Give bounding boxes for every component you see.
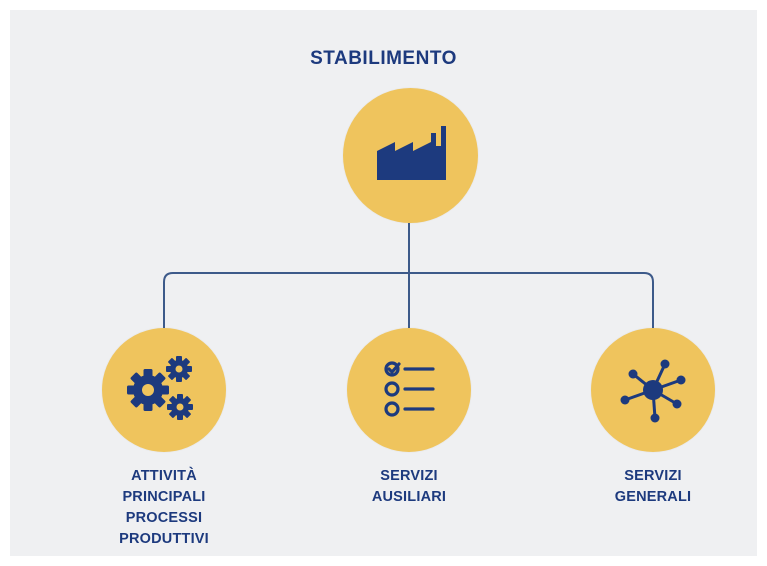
factory-icon bbox=[377, 126, 446, 180]
root-node bbox=[343, 88, 478, 223]
gears-icon bbox=[127, 356, 193, 420]
child-node-servizi-generali bbox=[591, 328, 715, 452]
label-line: ATTIVITÀ bbox=[131, 468, 197, 484]
label-servizi-generali: SERVIZI GENERALI bbox=[553, 466, 753, 508]
label-line: PRODUTTIVI bbox=[119, 531, 209, 547]
label-attivita-principali: ATTIVITÀ PRINCIPALI PROCESSI PRODUTTIVI bbox=[64, 466, 264, 550]
diagram-title: STABILIMENTO bbox=[310, 48, 457, 69]
label-line: SERVIZI bbox=[624, 468, 682, 484]
label-line: GENERALI bbox=[614, 489, 692, 505]
connector-tree bbox=[163, 223, 654, 328]
label-line: SERVIZI bbox=[380, 468, 438, 484]
network-hub-icon bbox=[620, 359, 686, 423]
label-line: PROCESSI bbox=[125, 510, 203, 526]
checklist-icon bbox=[384, 361, 435, 417]
child-node-attivita bbox=[102, 328, 226, 452]
label-servizi-ausiliari: SERVIZI AUSILIARI bbox=[309, 466, 509, 508]
label-line: PRINCIPALI bbox=[122, 489, 206, 505]
child-node-servizi-ausiliari bbox=[347, 328, 471, 452]
label-line: AUSILIARI bbox=[371, 489, 447, 505]
